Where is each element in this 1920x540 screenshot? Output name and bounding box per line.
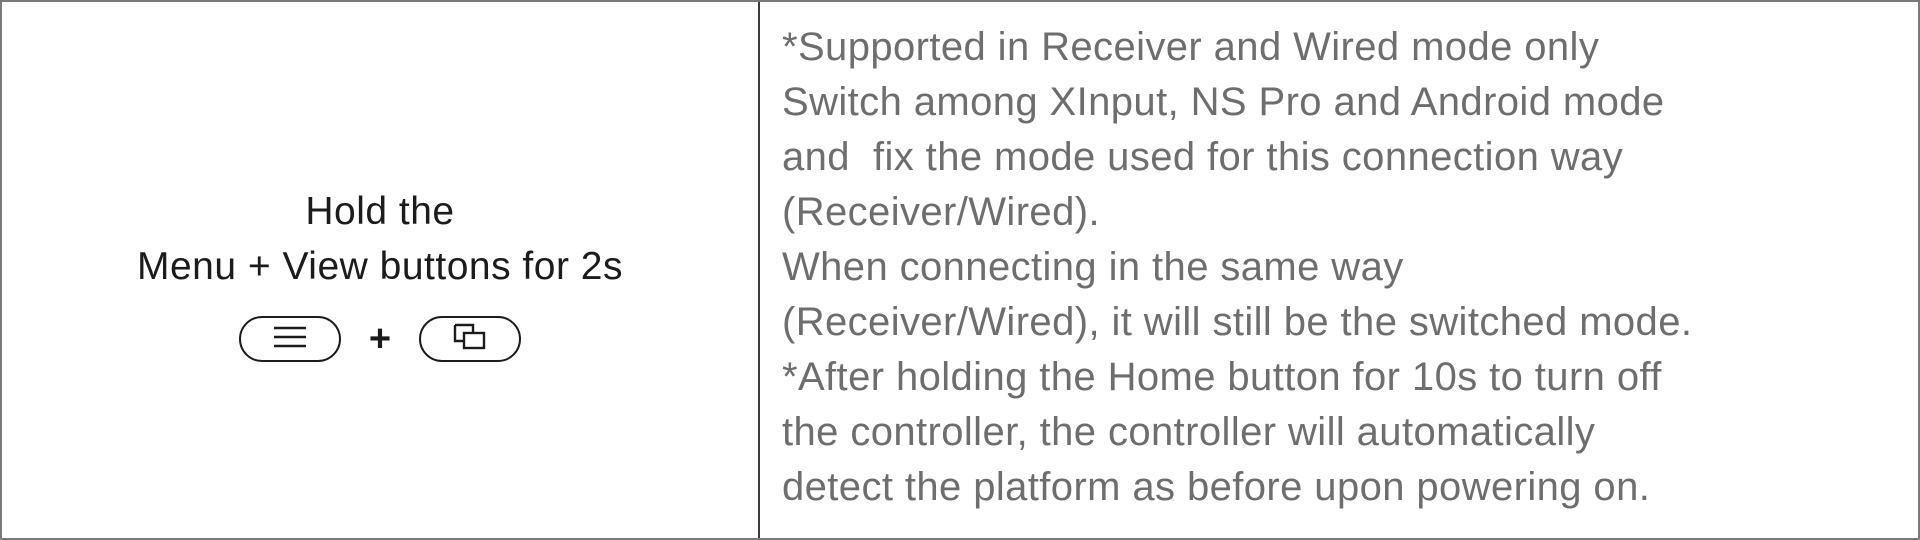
description-line: and fix the mode used for this connectio…	[782, 135, 1624, 179]
instruction-cell: Hold the Menu + View buttons for 2s +	[2, 2, 760, 538]
view-button-graphic	[419, 316, 522, 362]
description-line: *Supported in Receiver and Wired mode on…	[782, 25, 1600, 69]
plus-sign: +	[368, 318, 392, 360]
menu-button-graphic	[238, 316, 341, 362]
description-line: Switch among XInput, NS Pro and Android …	[782, 80, 1665, 124]
description-line: (Receiver/Wired), it will still be the s…	[782, 300, 1693, 344]
menu-icon	[272, 324, 308, 355]
hold-text: Hold the	[305, 190, 455, 233]
button-combo: +	[238, 316, 522, 362]
description-cell: *Supported in Receiver and Wired mode on…	[760, 2, 1918, 538]
description-line: When connecting in the same way	[782, 245, 1404, 289]
description-line: *After holding the Home button for 10s t…	[782, 355, 1662, 399]
description-line: the controller, the controller will auto…	[782, 410, 1596, 454]
description-line: detect the platform as before upon power…	[782, 465, 1651, 509]
description-line: (Receiver/Wired).	[782, 190, 1100, 234]
buttons-text: Menu + View buttons for 2s	[137, 245, 623, 288]
view-icon	[452, 322, 488, 357]
